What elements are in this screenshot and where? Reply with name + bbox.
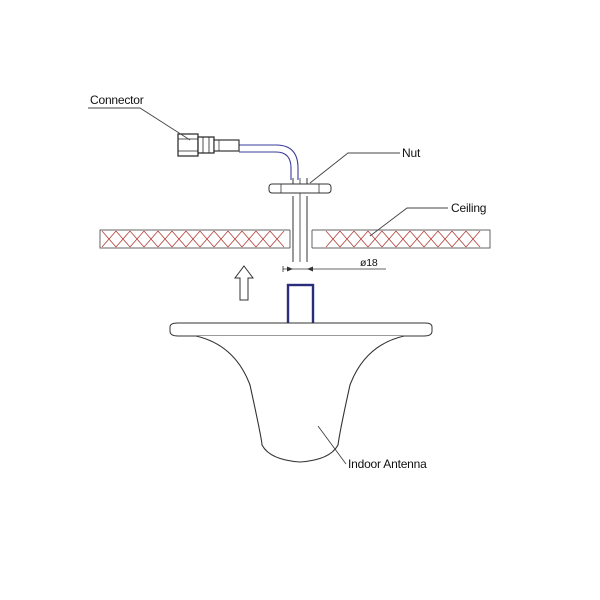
nut: [268, 178, 332, 194]
indoor-antenna-label: Indoor Antenna: [348, 457, 427, 471]
connector-label: Connector: [90, 93, 144, 107]
nut-label: Nut: [402, 146, 421, 160]
connector: [177, 133, 240, 157]
ceiling-hatch: [101, 230, 481, 248]
cable: [239, 144, 299, 180]
ceiling-label: Ceiling: [451, 201, 486, 215]
leader-lines: [88, 107, 448, 465]
diameter-label: ø18: [360, 257, 378, 269]
diameter-dimension: ø18: [282, 257, 386, 272]
upward-arrow-icon: [234, 265, 254, 301]
antenna-body: [169, 322, 433, 463]
ceiling-slab: [99, 229, 491, 249]
